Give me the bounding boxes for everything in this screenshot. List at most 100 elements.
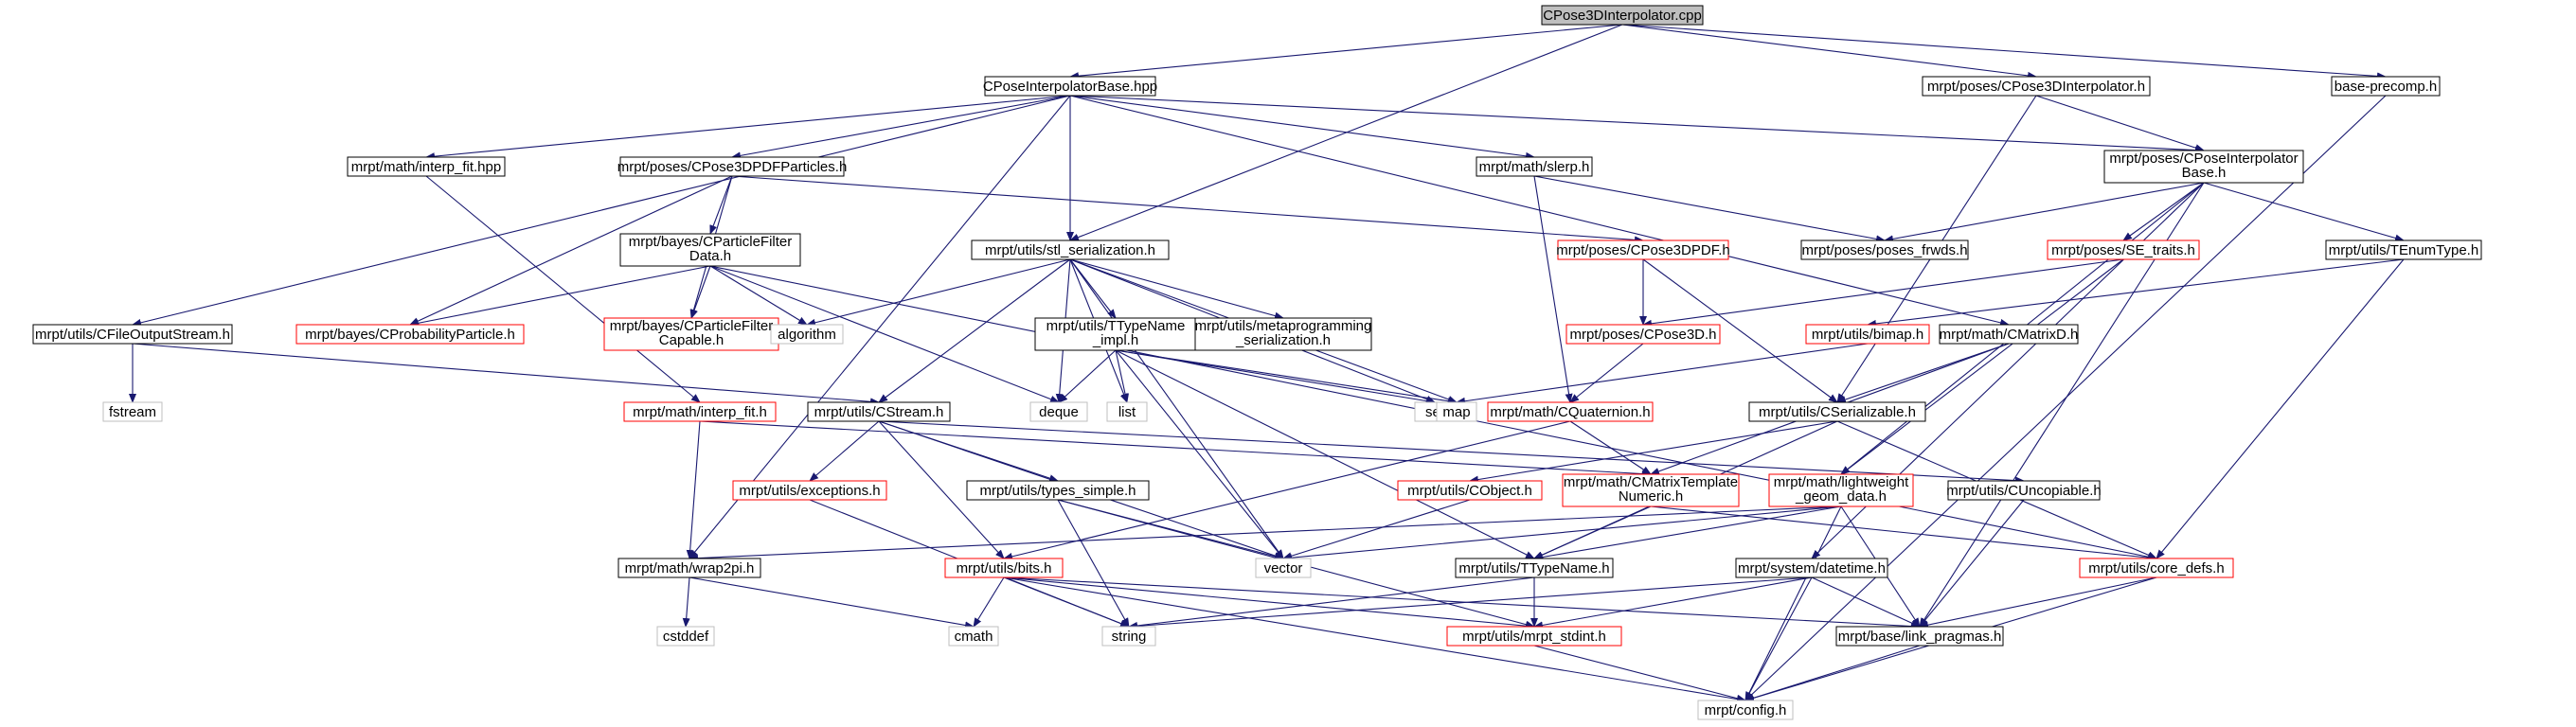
node-label: CPose3DInterpolator.cpp xyxy=(1543,8,1702,24)
node-list[interactable]: list xyxy=(1106,401,1148,422)
node-ttypename_impl[interactable]: mrpt/utils/TTypeName_impl.h xyxy=(1034,317,1197,351)
node-datetime[interactable]: mrpt/system/datetime.h xyxy=(1735,558,1888,578)
node-string[interactable]: string xyxy=(1101,626,1156,647)
node-cpose3dpdfparticles[interactable]: mrpt/poses/CPose3DPDFParticles.h xyxy=(617,156,848,177)
node-base_precomp[interactable]: base-precomp.h xyxy=(2331,76,2441,97)
node-cprobabilityparticle[interactable]: mrpt/bayes/CProbabilityParticle.h xyxy=(295,324,525,345)
node-slerp[interactable]: mrpt/math/slerp.h xyxy=(1476,156,1593,177)
node-box xyxy=(347,156,506,177)
edge-core_defs-to-link_pragmas xyxy=(1919,576,2157,629)
edge-interp_fit_h-to-cmatrixtemplate xyxy=(699,420,1652,478)
node-tenumtype[interactable]: mrpt/utils/TEnumType.h xyxy=(2325,239,2482,260)
node-cmath[interactable]: cmath xyxy=(948,626,999,647)
node-box xyxy=(1487,401,1654,422)
node-box xyxy=(1562,473,1740,507)
node-label: mrpt/system/datetime.h xyxy=(1738,560,1886,576)
node-label: map xyxy=(1442,404,1470,420)
edge-root-to-base_precomp xyxy=(1621,24,2387,80)
node-cpose3dpdf[interactable]: mrpt/poses/CPose3DPDF.h xyxy=(1556,239,1730,260)
edge-link_pragmas-to-config xyxy=(1744,645,1921,702)
node-box xyxy=(1476,156,1593,177)
node-metaprog[interactable]: mrpt/utils/metaprogramming_serialization… xyxy=(1194,317,1372,351)
edge-tenumtype-to-bimap xyxy=(1867,258,2405,328)
node-box xyxy=(1565,324,1721,345)
node-cstddef[interactable]: cstddef xyxy=(656,626,715,647)
node-cstream[interactable]: mrpt/utils/CStream.h xyxy=(807,401,951,422)
node-box xyxy=(1835,626,2004,647)
edge-se_traits-to-cpose3d xyxy=(1642,258,2124,328)
node-stl_serialization[interactable]: mrpt/utils/stl_serialization.h xyxy=(971,239,1170,260)
node-deque[interactable]: deque xyxy=(1029,401,1088,422)
node-box xyxy=(1101,626,1156,647)
node-label: vector xyxy=(1264,560,1303,576)
edges-layer xyxy=(129,24,2405,703)
edge-slerp-to-cquaternion xyxy=(1533,175,1573,403)
node-box xyxy=(732,480,887,501)
node-algorithm[interactable]: algorithm xyxy=(770,324,844,345)
edge-cpose3dpdfparticles-to-cpose3dpdf xyxy=(731,175,1644,244)
node-label: mrpt/poses/CPose3DPDFParticles.h xyxy=(617,159,848,175)
node-box xyxy=(1748,401,1926,422)
edge-root-to-cposeinterp_hpp xyxy=(1069,24,1623,80)
node-mrpt_stdint[interactable]: mrpt/utils/mrpt_stdint.h xyxy=(1446,626,1622,647)
node-vector[interactable]: vector xyxy=(1255,558,1312,578)
edge-stl_serialization-to-cstream xyxy=(878,258,1071,403)
node-box xyxy=(1697,700,1794,720)
node-map[interactable]: map xyxy=(1436,401,1477,422)
node-bimap[interactable]: mrpt/utils/bimap.h xyxy=(1805,324,1930,345)
edge-cposeinterp_base_h-to-se_traits xyxy=(2122,182,2205,241)
node-cobject[interactable]: mrpt/utils/CObject.h xyxy=(1397,480,1543,501)
edge-cserializable-to-cobject xyxy=(1469,420,1838,484)
edge-bimap-to-map xyxy=(1456,343,1869,405)
node-link_pragmas[interactable]: mrpt/base/link_pragmas.h xyxy=(1835,626,2004,647)
node-poses_cpose3dinterp_h[interactable]: mrpt/poses/CPose3DInterpolator.h xyxy=(1922,76,2151,97)
node-box xyxy=(948,626,999,647)
node-label: mrpt/math/wrap2pi.h xyxy=(625,560,755,576)
node-cpose3d[interactable]: mrpt/poses/CPose3D.h xyxy=(1565,324,1721,345)
edge-ttypename_impl-to-map xyxy=(1115,349,1458,405)
node-bits[interactable]: mrpt/utils/bits.h xyxy=(944,558,1064,578)
node-cfileoutputstream[interactable]: mrpt/utils/CFileOutputStream.h xyxy=(32,324,233,345)
node-config[interactable]: mrpt/config.h xyxy=(1697,700,1794,720)
node-label: cmath xyxy=(955,629,993,645)
node-box xyxy=(1805,324,1930,345)
node-ttypename[interactable]: mrpt/utils/TTypeName.h xyxy=(1455,558,1614,578)
node-se_traits[interactable]: mrpt/poses/SE_traits.h xyxy=(2047,239,2200,260)
node-cposeinterp_base_h[interactable]: mrpt/poses/CPoseInterpolatorBase.h xyxy=(2103,150,2304,184)
edge-lightweight-to-vector xyxy=(1282,505,1842,562)
node-box xyxy=(1947,480,2101,501)
node-root[interactable]: CPose3DInterpolator.cpp xyxy=(1541,5,1704,26)
edge-cobject-to-vector xyxy=(1282,499,1471,560)
node-box xyxy=(1541,5,1704,26)
node-wrap2pi[interactable]: mrpt/math/wrap2pi.h xyxy=(617,558,761,578)
node-label: cstddef xyxy=(663,629,709,645)
node-cquaternion[interactable]: mrpt/math/CQuaternion.h xyxy=(1487,401,1654,422)
edge-lightweight-to-config xyxy=(1744,505,1842,701)
edge-slerp-to-poses_frwds xyxy=(1533,175,1886,243)
edge-cparticlefilterdata-to-algorithm xyxy=(709,265,808,326)
edge-tenumtype-to-core_defs xyxy=(2156,258,2405,559)
node-label: mrpt/math/CQuaternion.h xyxy=(1490,404,1650,420)
node-exceptions[interactable]: mrpt/utils/exceptions.h xyxy=(732,480,887,501)
node-label: Numeric.h xyxy=(1619,488,1683,505)
node-core_defs[interactable]: mrpt/utils/core_defs.h xyxy=(2079,558,2234,578)
node-poses_frwds[interactable]: mrpt/poses/poses_frwds.h xyxy=(1800,239,1969,260)
nodes-layer: CPose3DInterpolator.cppCPoseInterpolator… xyxy=(32,5,2482,720)
node-lightweight[interactable]: mrpt/math/lightweight_geom_data.h xyxy=(1768,473,1914,507)
node-label: mrpt/bayes/CParticleFilter xyxy=(629,234,793,250)
node-cposeinterp_hpp[interactable]: CPoseInterpolatorBase.hpp xyxy=(983,76,1157,97)
node-box xyxy=(32,324,233,345)
node-cserializable[interactable]: mrpt/utils/CSerializable.h xyxy=(1748,401,1926,422)
node-fstream[interactable]: fstream xyxy=(102,401,163,422)
node-label: mrpt/utils/TEnumType.h xyxy=(2329,242,2478,258)
node-interp_fit_hpp[interactable]: mrpt/math/interp_fit.hpp xyxy=(347,156,506,177)
node-label: base-precomp.h xyxy=(2334,79,2437,95)
node-cuncopiable[interactable]: mrpt/utils/CUncopiable.h xyxy=(1946,480,2102,501)
node-cmatrixd[interactable]: mrpt/math/CMatrixD.h xyxy=(1939,324,2079,345)
node-types_simple[interactable]: mrpt/utils/types_simple.h xyxy=(966,480,1150,501)
node-interp_fit_h[interactable]: mrpt/math/interp_fit.h xyxy=(623,401,777,422)
